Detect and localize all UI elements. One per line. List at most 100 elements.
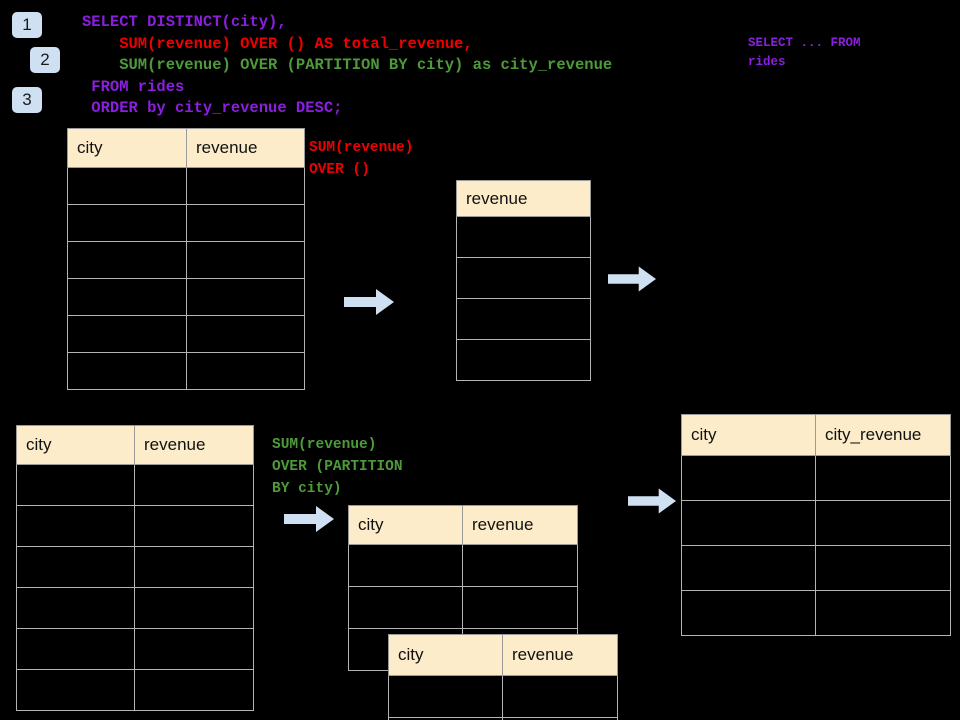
table-cell bbox=[815, 455, 951, 501]
table-cell bbox=[502, 717, 618, 720]
table-row bbox=[67, 352, 305, 390]
column-header-revenue: revenue bbox=[186, 128, 305, 168]
table-row bbox=[16, 669, 254, 711]
sql-query-block: SELECT DISTINCT(city), SUM(revenue) OVER … bbox=[82, 12, 612, 120]
step-badge-2: 2 bbox=[30, 47, 60, 73]
table-row bbox=[348, 544, 578, 587]
sql-line-1: SELECT DISTINCT(city), bbox=[82, 13, 287, 31]
column-header-revenue: revenue bbox=[502, 634, 618, 676]
table-cell bbox=[456, 298, 591, 340]
arrow-top-right-icon bbox=[608, 266, 656, 292]
sql-line-4: FROM rides bbox=[91, 77, 185, 96]
column-header-city: city bbox=[681, 414, 816, 456]
table-row bbox=[456, 257, 591, 299]
table-cell bbox=[186, 278, 305, 316]
table-row bbox=[456, 216, 591, 258]
column-header-city: city bbox=[16, 425, 135, 465]
sql-line-5: ORDER by city_revenue DESC; bbox=[91, 99, 343, 117]
table-row bbox=[16, 505, 254, 547]
table-cell bbox=[681, 500, 816, 546]
table-row bbox=[681, 455, 951, 501]
table-row bbox=[456, 339, 591, 381]
table-row bbox=[67, 167, 305, 205]
table-cell bbox=[462, 586, 578, 629]
step-badge-1: 1 bbox=[12, 12, 42, 38]
table-row bbox=[67, 278, 305, 316]
table-cell bbox=[134, 464, 254, 506]
table-cell bbox=[67, 352, 187, 390]
table-row bbox=[16, 546, 254, 588]
column-header-revenue: revenue bbox=[456, 180, 591, 217]
table-row bbox=[67, 315, 305, 353]
table-row bbox=[16, 587, 254, 629]
table-cell bbox=[502, 675, 618, 718]
arrow-bottom-left-icon bbox=[284, 506, 334, 532]
table-cell bbox=[388, 675, 503, 718]
table-cell bbox=[134, 505, 254, 547]
table-cell bbox=[681, 455, 816, 501]
column-header-revenue: revenue bbox=[462, 505, 578, 545]
table-row bbox=[16, 464, 254, 506]
table-cell bbox=[134, 546, 254, 588]
arrow-bottom-right-icon bbox=[628, 488, 676, 514]
table-row bbox=[456, 298, 591, 340]
step-badge-3: 3 bbox=[12, 87, 42, 113]
table-cell bbox=[16, 505, 135, 547]
table-cell bbox=[16, 628, 135, 670]
table-cell bbox=[456, 339, 591, 381]
table-cell bbox=[134, 587, 254, 629]
column-header-city: city bbox=[388, 634, 503, 676]
table-row bbox=[348, 586, 578, 629]
table-row bbox=[681, 545, 951, 591]
table-cell bbox=[67, 241, 187, 279]
table-cell bbox=[456, 257, 591, 299]
table-cell bbox=[16, 464, 135, 506]
table-row bbox=[67, 241, 305, 279]
table-cell bbox=[67, 204, 187, 242]
arrow-top-left-icon bbox=[344, 289, 394, 315]
table-cell bbox=[67, 167, 187, 205]
callout-sum-over-partition: SUM(revenue) OVER (PARTITION BY city) bbox=[272, 437, 403, 497]
table-row bbox=[16, 628, 254, 670]
sql-line-3: SUM(revenue) OVER (PARTITION BY city) as… bbox=[119, 56, 613, 74]
callout-select-from-rides: SELECT ... FROM rides bbox=[748, 36, 861, 69]
table-row bbox=[681, 590, 951, 636]
table-cell bbox=[186, 315, 305, 353]
column-header-city: city bbox=[67, 128, 187, 168]
table-cell bbox=[456, 216, 591, 258]
table-cell bbox=[67, 278, 187, 316]
column-header-city_revenue: city_revenue bbox=[815, 414, 951, 456]
table-cell bbox=[815, 545, 951, 591]
table-cell bbox=[681, 545, 816, 591]
table-cell bbox=[16, 546, 135, 588]
table-cell bbox=[16, 587, 135, 629]
table-row bbox=[67, 204, 305, 242]
table-row bbox=[681, 500, 951, 546]
table-cell bbox=[16, 669, 135, 711]
column-header-revenue: revenue bbox=[134, 425, 254, 465]
table-cell bbox=[815, 590, 951, 636]
table-row bbox=[388, 675, 618, 718]
table-cell bbox=[348, 586, 463, 629]
table-total-revenue: revenue bbox=[456, 180, 591, 381]
table-cell bbox=[134, 669, 254, 711]
column-header-city: city bbox=[348, 505, 463, 545]
table-cell bbox=[67, 315, 187, 353]
table-header-row: revenue bbox=[456, 180, 591, 217]
table-cell bbox=[186, 167, 305, 205]
table-cell bbox=[186, 204, 305, 242]
table-cell bbox=[462, 544, 578, 587]
table-row bbox=[388, 717, 618, 720]
callout-sum-over-empty: SUM(revenue) OVER () bbox=[309, 140, 414, 178]
sql-line-2: SUM(revenue) OVER () AS total_revenue, bbox=[119, 34, 473, 53]
